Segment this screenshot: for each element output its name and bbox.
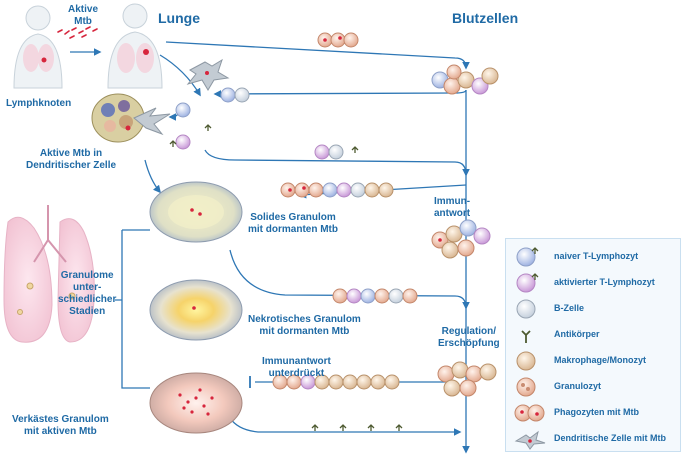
regulation-label: Regulation/ Erschöpfung [438, 326, 500, 349]
phagocyte-mtb-icon [514, 404, 545, 422]
receiving-person-figure [107, 3, 163, 89]
legend-item-b-cell: B-Zelle [506, 297, 680, 321]
infected-person-figure [13, 5, 63, 89]
legend-item-phagocyte: Phagozyten mit Mtb [506, 401, 680, 425]
lung-header: Lunge [158, 10, 200, 26]
dendritic-cell-icon [514, 430, 546, 450]
solid-granuloma-label: Solides Granulom mit dormanten Mtb [248, 212, 338, 235]
blood-cells-top-left [317, 32, 359, 48]
antibody-icon [521, 330, 531, 343]
lymph-exit-cells [169, 102, 212, 150]
legend-label: naiver T-Lymphozyt [554, 251, 639, 261]
legend-label: Dendritische Zelle mit Mtb [554, 433, 667, 443]
legend-label: Makrophage/Monozyt [554, 355, 647, 365]
legend-item-dendritic: Dendritische Zelle mit Mtb [506, 427, 680, 451]
blood-cells-regulation [437, 361, 497, 397]
legend-label: Phagozyten mit Mtb [554, 407, 639, 417]
granuloma-stages-label: Granulome unter- schiedlicher Stadien [58, 270, 117, 317]
necrotic-granuloma-label: Nekrotisches Granulom mit dormanten Mtb [248, 314, 361, 337]
necrotic-granuloma [149, 279, 243, 341]
caseous-granuloma [149, 372, 243, 434]
b-cell-icon [516, 299, 536, 319]
antibodies-bottom [311, 424, 403, 431]
blood-header: Blutzellen [452, 10, 519, 26]
active-mtb-label: Aktive Mtb [68, 4, 99, 27]
blood-cells-activated [314, 144, 359, 160]
legend-item-activated-t: aktivierter T-Lymphozyt [506, 271, 680, 295]
granulocyte-icon [516, 377, 536, 397]
lymph-node [91, 93, 171, 143]
blood-cells-returning [220, 87, 250, 103]
mtb-droplets [57, 26, 98, 39]
dendritic-cell-lung [186, 58, 230, 91]
naive-t-cell-icon [516, 247, 539, 267]
legend-label: B-Zelle [554, 303, 585, 313]
suppressed-label: Immunantwort unterdrückt [262, 356, 331, 379]
legend-item-granulocyte: Granulozyt [506, 375, 680, 399]
legend-item-naive-t: naiver T-Lymphozyt [506, 245, 680, 269]
activated-t-cell-icon [516, 273, 539, 293]
blood-cells-suppressed-stream [272, 374, 400, 390]
blood-cells-to-solid-granuloma [280, 182, 394, 198]
lymph-node-label: Lymphknoten [6, 98, 72, 109]
legend-label: Antikörper [554, 329, 600, 339]
macrophage-icon [516, 351, 536, 371]
caseous-granuloma-label: Verkästes Granulom mit aktiven Mtb [12, 414, 109, 437]
legend-item-antibody: Antikörper [506, 323, 680, 347]
legend-label: aktivierter T-Lymphozyt [554, 277, 655, 287]
dendritic-label: Aktive Mtb in Dendritischer Zelle [26, 148, 117, 171]
immune-response-label: Immun- antwort [434, 196, 471, 219]
legend-label: Granulozyt [554, 381, 602, 391]
blood-cells-top-right [431, 64, 499, 95]
lung-illustration [3, 205, 95, 343]
legend-item-macrophage: Makrophage/Monozyt [506, 349, 680, 373]
legend: naiver T-Lymphozyt aktivierter T-Lymphoz… [505, 238, 681, 452]
blood-cells-necrotic-stream [332, 288, 418, 304]
solid-granuloma [149, 181, 243, 243]
blood-cells-immune-response [431, 219, 491, 259]
